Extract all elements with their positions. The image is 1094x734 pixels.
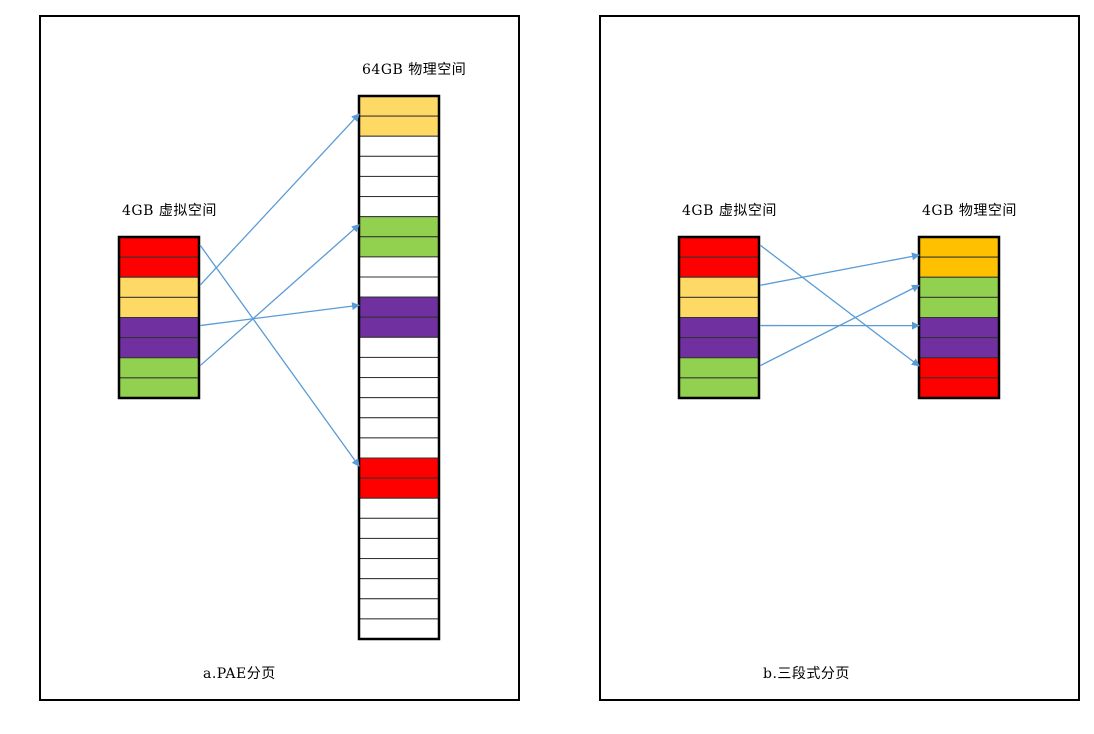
panel-a-caption: a.PAE分页 [203, 666, 276, 682]
panel-a-physical-block-white [358, 537, 440, 560]
panel-b-physical-block-orange [918, 236, 1000, 258]
panel-b-physical-label: 4GB 物理空间 [922, 203, 1017, 219]
panel-a-physical-block-white [358, 336, 440, 358]
panel-a-physical-label: 64GB 物理空间 [362, 62, 467, 78]
panel-a-physical-block-purple [358, 316, 440, 338]
panel-a-physical-block-white [358, 558, 440, 580]
panel-a-virtual-block-green [118, 357, 200, 379]
panel-b-physical-block-red [918, 357, 1000, 379]
panel-b-virtual-block-red [678, 236, 760, 258]
panel-a-physical-block-white [358, 256, 440, 278]
panel-b-virtual-block-purple [678, 337, 760, 359]
panel-a-physical-block-white [358, 356, 440, 379]
panel-a-physical-outline [357, 94, 441, 641]
panel-a-physical-block-green [358, 216, 440, 238]
panel-b-physical-outline [917, 235, 1001, 400]
panel-b-physical-block-green [918, 296, 1000, 318]
panel-b-virtual-block-purple [678, 317, 760, 339]
panel-a-physical-block-yellow [358, 115, 440, 137]
panel-b-virtual-label: 4GB 虚拟空间 [682, 203, 777, 219]
panel-a-virtual-block-green [118, 377, 200, 399]
panel-b-physical-block-red [918, 377, 1000, 399]
panel-a-virtual-label: 4GB 虚拟空间 [122, 203, 217, 219]
panel-b-mapping-arrow-green [759, 284, 920, 367]
panel-a-physical-block-white [358, 618, 440, 640]
panel-b-virtual-block-red [678, 256, 760, 278]
panel-b-virtual-block-green [678, 377, 760, 399]
panel-a-virtual-block-purple [118, 317, 200, 339]
panel-a-physical-block-white [358, 135, 440, 157]
panel-a-mapping-arrow-green [199, 224, 360, 367]
panel-b-virtual-block-yellow [678, 276, 760, 298]
panel-b-physical-block-green [918, 276, 1000, 298]
panel-a-virtual-block-purple [118, 337, 200, 359]
panel-b-physical-block-orange [918, 256, 1000, 278]
panel-b-virtual-outline [677, 235, 761, 400]
panel-a-physical-block-white [358, 417, 440, 439]
panel-b-virtual-block-green [678, 357, 760, 379]
panel-a-virtual-outline [117, 235, 201, 400]
panel-a-virtual-block-red [118, 256, 200, 278]
panel-a-virtual-block-red [118, 236, 200, 258]
panel-a-physical-block-green [358, 236, 440, 258]
panel-b-mapping-arrow-red [759, 244, 920, 367]
panel-a-physical-block-white [358, 437, 440, 459]
panel-a-physical-block-yellow [358, 95, 440, 117]
panel-a-physical-block-purple [358, 296, 440, 318]
panel-a-physical-block-red [358, 477, 440, 499]
panel-b-mapping-arrow-yellow [759, 252, 920, 286]
panel-a-physical-block-white [358, 578, 440, 600]
panel-b-caption: b.三段式分页 [763, 666, 850, 682]
panel-b-physical-block-purple [918, 337, 1000, 359]
panel-a-mapping-arrow-yellow [199, 113, 360, 286]
panel-a-physical-block-white [358, 196, 440, 218]
panel-a-physical-block-red [358, 457, 440, 479]
panel-a-physical-block-white [358, 377, 440, 399]
panel-a-physical-block-white [358, 598, 440, 620]
panel-a-physical-block-white [358, 155, 440, 177]
panel-a-virtual-block-yellow [118, 276, 200, 298]
panel-b-virtual-block-yellow [678, 296, 760, 318]
panel-a-physical-block-white [358, 276, 440, 298]
panel-a-physical-block-white [358, 517, 440, 539]
panel-a-physical-block-white [358, 175, 440, 198]
panel-a-physical-block-white [358, 397, 440, 419]
panel-b-physical-block-purple [918, 317, 1000, 339]
panel-a-mapping-arrow-red [199, 244, 360, 467]
panel-a-virtual-block-yellow [118, 296, 200, 318]
panel-a-mapping-arrow-purple [199, 302, 360, 327]
panel-a-physical-block-white [358, 497, 440, 519]
